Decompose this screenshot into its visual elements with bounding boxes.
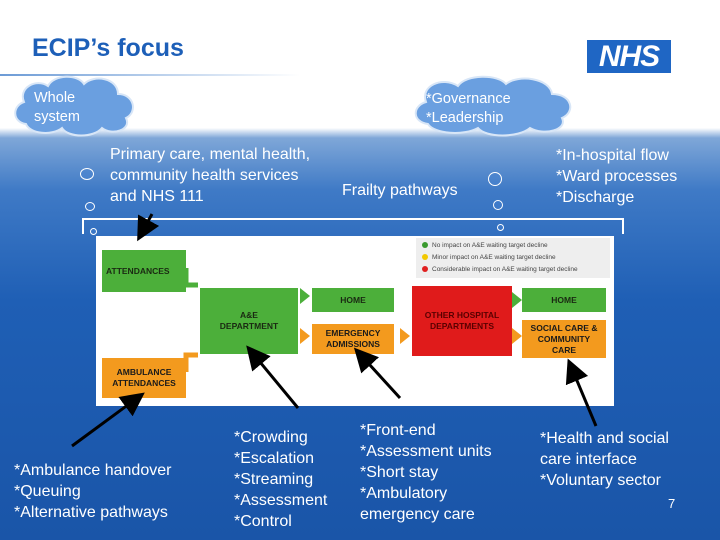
cloud-governance-text: *Governance *Leadership [426, 90, 511, 128]
cloud-line: system [34, 109, 80, 125]
thought-bubble [497, 224, 504, 231]
slide-title: ECIP’s focus [32, 34, 184, 62]
text-line: *Short stay [360, 464, 439, 481]
pointer-arrow [353, 347, 402, 400]
flow-arrowhead [300, 288, 310, 304]
cloud-shape-whole-system [14, 75, 134, 137]
text-line: *Front-end [360, 422, 436, 439]
legend-dot-icon [422, 242, 428, 249]
legend-dot-icon [422, 254, 428, 261]
text-line: *Voluntary sector [540, 472, 661, 489]
social-care-box: SOCIAL CARE & COMMUNITY CARE [522, 320, 606, 358]
flow-arrowhead [400, 328, 410, 344]
emergency-admissions-box: EMERGENCY ADMISSIONS [312, 324, 394, 354]
legend-label: Considerable impact on A&E waiting targe… [432, 266, 578, 273]
text-line: *Control [234, 513, 292, 530]
box-label: OTHER HOSPITAL [424, 310, 500, 320]
attendances-box: ATTENDANCES [102, 250, 186, 292]
text-line: community health services [110, 167, 299, 184]
cloud-line: *Leadership [426, 110, 504, 126]
text-line: *In-hospital flow [556, 147, 669, 164]
box-label: COMMUNITY [537, 333, 591, 344]
box-label: HOME [551, 294, 577, 305]
text-line: *Alternative pathways [14, 504, 168, 521]
box-label: A&E [240, 310, 258, 320]
thought-bubble [80, 168, 94, 180]
thought-bubble [488, 172, 502, 186]
crowding-notes: *Crowding *Escalation *Streaming *Assess… [234, 427, 327, 532]
text-line: *Ambulance handover [14, 462, 172, 479]
text-line: *Ward processes [556, 168, 678, 185]
text-line: *Crowding [234, 429, 308, 446]
pointer-arrow [565, 358, 598, 427]
thought-bubble [85, 202, 95, 211]
box-label: ADMISSIONS [326, 339, 380, 349]
cloud-shape-governance [414, 75, 572, 137]
text-line: emergency care [360, 506, 475, 523]
legend-item: No impact on A&E waiting target decline [422, 242, 548, 249]
box-label: ATTENDANCES [112, 378, 176, 388]
ambulance-notes: *Ambulance handover *Queuing *Alternativ… [14, 460, 171, 523]
bracket [82, 218, 624, 234]
ambulance-attendances-box: AMBULANCE ATTENDANCES [102, 358, 186, 398]
other-hospital-departments-box: OTHER HOSPITAL DEPARTMENTS [412, 286, 512, 356]
home-box-1: HOME [312, 288, 394, 312]
box-label: ATTENDANCES [106, 265, 170, 276]
ae-department-box: A&E DEPARTMENT [200, 288, 298, 354]
box-label: DEPARTMENTS [429, 321, 495, 331]
box-label: AMBULANCE [116, 367, 172, 377]
flow-arrow [183, 268, 198, 288]
text-line: *Ambulatory [360, 485, 448, 502]
box-label: HOME [340, 294, 366, 305]
title-underline [0, 74, 300, 76]
text-line: care interface [540, 451, 637, 468]
nhs-logo: NHS [587, 40, 671, 73]
legend-label: Minor impact on A&E waiting target decli… [432, 254, 556, 261]
legend-dot-icon [422, 266, 428, 273]
text-line: *Queuing [14, 483, 81, 500]
flow-arrowhead [300, 328, 310, 344]
flow-arrowhead [512, 328, 522, 344]
legend-label: No impact on A&E waiting target decline [432, 242, 548, 249]
box-label: EMERGENCY [325, 328, 381, 338]
box-label: SOCIAL CARE & [530, 322, 598, 333]
thought-bubble [90, 228, 97, 235]
front-end-notes: *Front-end *Assessment units *Short stay… [360, 420, 492, 525]
pointer-arrow [137, 213, 160, 242]
text-line: *Assessment [234, 492, 328, 509]
cloud-whole-system-text: Whole system [34, 89, 80, 127]
primary-care-text: Primary care, mental health, community h… [110, 144, 310, 207]
text-line: *Streaming [234, 471, 314, 488]
pointer-arrow [246, 345, 300, 409]
flow-arrowhead [512, 292, 522, 308]
legend: No impact on A&E waiting target decline … [416, 238, 610, 278]
text-line: *Escalation [234, 450, 315, 467]
flow-arrow [183, 352, 198, 372]
cloud-line: *Governance [426, 91, 511, 107]
page-number: 7 [668, 496, 676, 511]
legend-item: Considerable impact on A&E waiting targe… [422, 266, 578, 273]
pointer-arrow [71, 392, 145, 448]
text-line: *Health and social [540, 430, 669, 447]
health-social-notes: *Health and social care interface *Volun… [540, 428, 669, 491]
text-line: *Assessment units [360, 443, 492, 460]
in-hospital-text: *In-hospital flow *Ward processes *Disch… [556, 145, 677, 208]
legend-item: Minor impact on A&E waiting target decli… [422, 254, 556, 261]
cloud-line: Whole [34, 90, 76, 106]
thought-bubble [493, 200, 503, 210]
home-box-2: HOME [522, 288, 606, 312]
ae-flow-diagram: ATTENDANCES AMBULANCE ATTENDANCES A&E DE… [96, 236, 614, 406]
text-line: Primary care, mental health, [110, 146, 311, 163]
box-label: DEPARTMENT [219, 321, 279, 331]
text-line: *Discharge [556, 189, 635, 206]
box-label: CARE [551, 344, 577, 355]
frailty-pathways-text: Frailty pathways [342, 182, 458, 199]
text-line: and NHS 111 [110, 188, 204, 205]
